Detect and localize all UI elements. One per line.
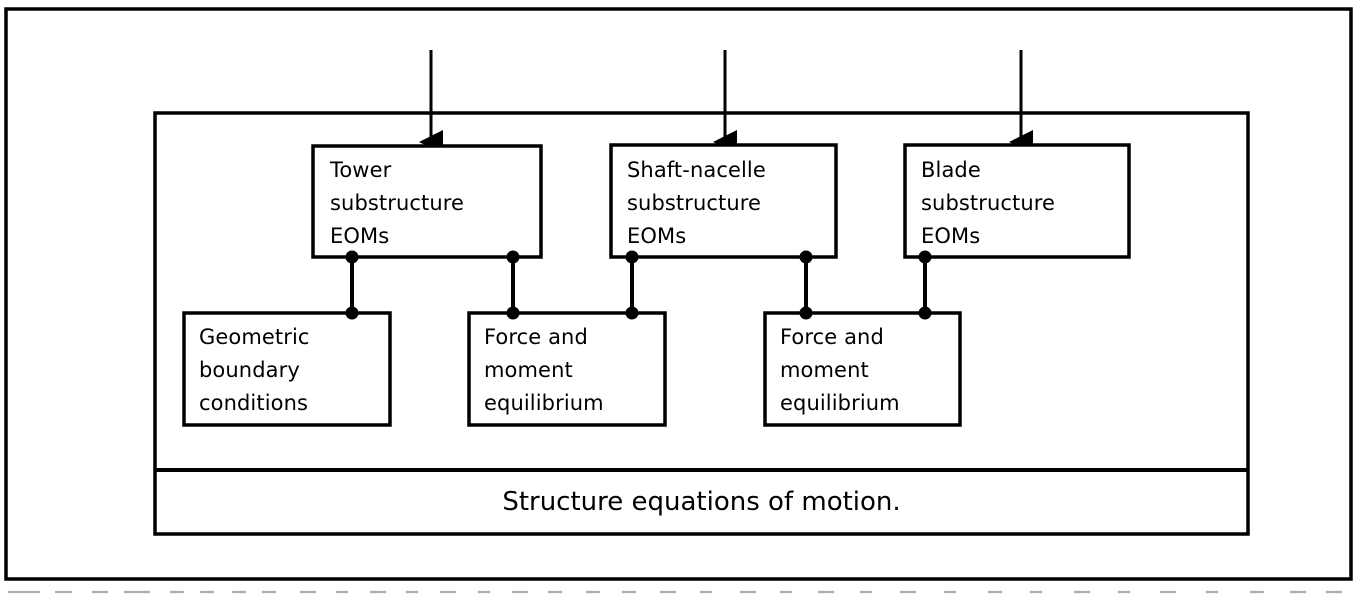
box-force-moment-equilibrium-2 [763, 311, 962, 427]
box-force-moment-equilibrium-1 [467, 311, 667, 427]
structure-module-container [153, 111, 1250, 536]
link-tower-to-force-1 [506, 250, 520, 320]
figure-caption: Structure equations of motion. [502, 487, 901, 517]
link-shaft-nacelle-to-force-1 [625, 250, 639, 320]
box-shaft-nacelle-substructure-eoms [609, 143, 838, 259]
link-shaft-nacelle-to-force-2 [799, 250, 813, 320]
outer-frame [4, 7, 1353, 581]
box-tower-substructure-eoms [311, 144, 543, 259]
link-tower-to-geometric [345, 250, 359, 320]
link-blade-to-force-2 [918, 250, 932, 320]
box-blade-substructure-eoms [903, 143, 1131, 259]
box-geometric-boundary-conditions [182, 311, 392, 427]
